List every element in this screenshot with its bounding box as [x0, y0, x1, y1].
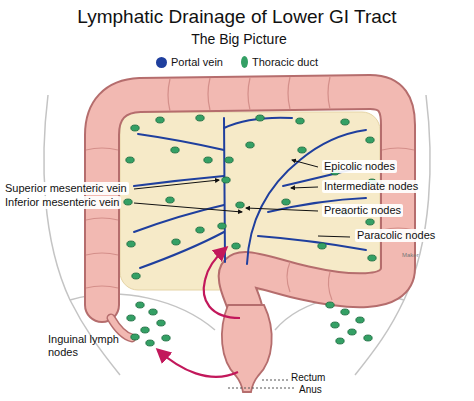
- lymph-node: [136, 302, 144, 308]
- lymph-node: [156, 117, 164, 123]
- lymph-node: [246, 142, 254, 148]
- lymph-node: [232, 243, 240, 249]
- lymph-node: [356, 317, 364, 323]
- lymph-node: [218, 223, 226, 229]
- legend-text: Portal vein: [171, 56, 223, 69]
- label: Epicolic nodes: [322, 160, 397, 173]
- lymph-node: [318, 243, 326, 249]
- lymph-node: [146, 340, 154, 346]
- lymph-node: [326, 302, 334, 308]
- veins: [134, 118, 366, 268]
- rectum-line: [262, 380, 288, 381]
- lymph-node: [366, 137, 374, 143]
- lymph-node: [171, 147, 179, 153]
- label: Intermediate nodes: [322, 180, 420, 193]
- label: Superior mesenteric vein: [3, 182, 129, 195]
- lymph-node: [132, 273, 140, 279]
- lymph-node: [196, 115, 204, 121]
- lymph-node: [204, 157, 212, 163]
- lymph-node: [162, 335, 170, 341]
- lymph-node: [348, 329, 356, 335]
- lymph-node: [236, 202, 244, 208]
- lymph-node: [157, 320, 165, 326]
- lymph-node: [127, 315, 135, 321]
- lymph-node: [256, 115, 264, 121]
- legend-swatch: [156, 57, 167, 68]
- lymph-node: [341, 309, 349, 315]
- lymph-node: [368, 255, 376, 261]
- lymph-node: [298, 147, 306, 153]
- lymph-node: [331, 322, 339, 328]
- lymph-node: [126, 157, 134, 163]
- lymph-nodes: [124, 115, 376, 346]
- lymph-node: [336, 338, 344, 344]
- lymph-node: [124, 199, 132, 205]
- lymph-node: [141, 327, 149, 333]
- lymph-node: [341, 119, 349, 125]
- lymph-node: [282, 199, 290, 205]
- label: Preaortic nodes: [322, 204, 403, 217]
- legend: Portal vein Thoracic duct: [0, 55, 474, 71]
- label: The Big Picture: [2, 31, 474, 47]
- legend-swatch: [241, 56, 248, 68]
- label: Anus: [299, 384, 322, 396]
- lymph-node: [166, 197, 174, 203]
- lymph-node: [172, 239, 180, 245]
- lymph-node: [131, 334, 139, 340]
- lymph-node: [364, 335, 372, 341]
- label: Rectum: [291, 372, 325, 384]
- lymph-node: [149, 309, 157, 315]
- label: Paracolic nodes: [355, 229, 437, 242]
- lymph-node: [196, 227, 204, 233]
- lymph-node: [225, 157, 233, 163]
- lymph-node: [127, 241, 135, 247]
- lymph-node: [296, 118, 304, 124]
- drainage-arrows: [158, 248, 240, 377]
- legend-text: Thoracic duct: [252, 56, 318, 69]
- label: Inguinal lymph nodes: [48, 333, 130, 358]
- title: Lymphatic Drainage of Lower GI Tract: [0, 6, 474, 28]
- label: Maker: [402, 252, 419, 259]
- anal-line: [228, 388, 296, 389]
- lymph-node: [222, 177, 230, 183]
- label: Inferior mesenteric vein: [3, 196, 121, 209]
- lymph-node: [366, 219, 374, 225]
- leader-lines: [134, 160, 350, 237]
- lymph-node: [131, 125, 139, 131]
